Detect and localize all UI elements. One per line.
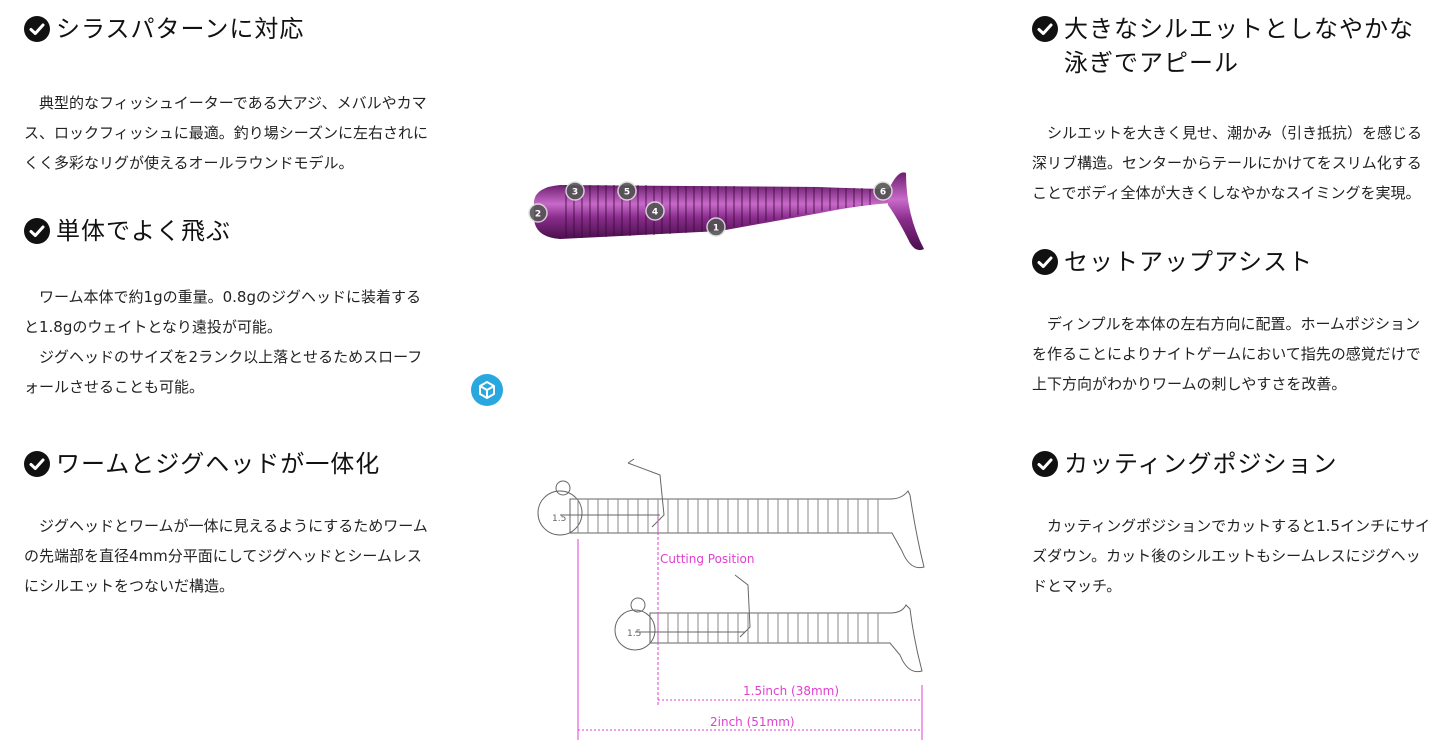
check-circle-icon	[1032, 249, 1058, 275]
section-body: カッティングポジションでカットすると1.5インチにサイズダウン。カット後のシルエ…	[1032, 511, 1432, 601]
paragraph: シルエットを大きく見せ、潮かみ（引き抵抗）を感じる深リブ構造。センターからテール…	[1032, 124, 1423, 202]
dimension-short-label: 1.5inch (38mm)	[743, 684, 839, 698]
section-body: 典型的なフィッシュイーターである大アジ、メバルやカマス、ロックフィッシュに最適。…	[24, 88, 434, 178]
section-heading: ワームとジグヘッドが一体化	[24, 447, 434, 481]
marker-2: 2	[528, 203, 548, 223]
svg-text:6: 6	[880, 188, 886, 198]
section-title: カッティングポジション	[1064, 450, 1338, 478]
section-unify: ワームとジグヘッドが一体化 ジグヘッドとワームが一体に見えるようにするためワーム…	[24, 447, 434, 601]
section-body: シルエットを大きく見せ、潮かみ（引き抵抗）を感じる深リブ構造。センターからテール…	[1032, 118, 1432, 208]
section-heading: カッティングポジション	[1032, 447, 1432, 481]
check-circle-icon	[24, 451, 50, 477]
cutting-diagram: Cutting Position 1.5inch (38mm) 2inch (5…	[537, 458, 925, 740]
section-heading: 大きなシルエットとしなやかな泳ぎでアピール	[1032, 12, 1432, 80]
marker-3: 3	[565, 181, 585, 201]
paragraph: 典型的なフィッシュイーターである大アジ、メバルやカマス、ロックフィッシュに最適。…	[24, 94, 428, 172]
cutting-position-label: Cutting Position	[660, 552, 755, 566]
section-title: シラスパターンに対応	[56, 15, 305, 43]
paragraph: ワーム本体で約1gの重量。0.8gのジグヘッドに装着すると1.8gのウェイトとな…	[24, 288, 421, 336]
paragraph: ジグヘッドのサイズを2ランク以上落とせるためスローフォールさせることも可能。	[24, 348, 423, 396]
head-weight-label: 1.5	[552, 514, 566, 524]
section-body: ワーム本体で約1gの重量。0.8gのジグヘッドに装着すると1.8gのウェイトとな…	[24, 282, 434, 402]
svg-text:4: 4	[652, 208, 658, 218]
section-shirasu: シラスパターンに対応 典型的なフィッシュイーターである大アジ、メバルやカマス、ロ…	[24, 12, 434, 178]
section-silhouette: 大きなシルエットとしなやかな泳ぎでアピール シルエットを大きく見せ、潮かみ（引き…	[1032, 12, 1432, 208]
check-circle-icon	[24, 16, 50, 42]
marker-6: 6	[873, 181, 893, 201]
section-title: 大きなシルエットとしなやかな泳ぎでアピール	[1064, 15, 1414, 77]
section-title: セットアップアシスト	[1064, 248, 1314, 276]
marker-4: 4	[645, 201, 665, 221]
svg-text:2: 2	[535, 210, 541, 220]
svg-text:5: 5	[624, 188, 630, 198]
section-heading: セットアップアシスト	[1032, 245, 1432, 279]
section-setup: セットアップアシスト ディンプルを本体の左右方向に配置。ホームポジションを作るこ…	[1032, 245, 1432, 399]
section-fly: 単体でよく飛ぶ ワーム本体で約1gの重量。0.8gのジグヘッドに装着すると1.8…	[24, 214, 434, 402]
section-heading: 単体でよく飛ぶ	[24, 214, 434, 248]
3d-view-button[interactable]	[471, 374, 503, 406]
dimension-long-label: 2inch (51mm)	[710, 715, 795, 729]
marker-1: 1	[706, 217, 726, 237]
section-title: 単体でよく飛ぶ	[56, 217, 231, 245]
check-circle-icon	[1032, 451, 1058, 477]
section-title: ワームとジグヘッドが一体化	[56, 450, 381, 478]
section-body: ディンプルを本体の左右方向に配置。ホームポジションを作ることによりナイトゲームに…	[1032, 309, 1432, 399]
product-worm-image: 1 2 3 4 5 6	[528, 172, 924, 251]
section-cutting: カッティングポジション カッティングポジションでカットすると1.5インチにサイズ…	[1032, 447, 1432, 601]
svg-text:1: 1	[713, 224, 719, 234]
check-circle-icon	[24, 218, 50, 244]
paragraph: ジグヘッドとワームが一体に見えるようにするためワームの先端部を直径4mm分平面に…	[24, 517, 428, 595]
check-circle-icon	[1032, 16, 1058, 42]
section-heading: シラスパターンに対応	[24, 12, 434, 46]
marker-5: 5	[617, 181, 637, 201]
3d-cube-icon	[479, 381, 495, 399]
section-body: ジグヘッドとワームが一体に見えるようにするためワームの先端部を直径4mm分平面に…	[24, 511, 434, 601]
head-weight-label: 1.5	[627, 629, 641, 639]
paragraph: ディンプルを本体の左右方向に配置。ホームポジションを作ることによりナイトゲームに…	[1032, 315, 1421, 393]
jighead-circle	[537, 490, 583, 536]
svg-text:3: 3	[572, 188, 578, 198]
paragraph: カッティングポジションでカットすると1.5インチにサイズダウン。カット後のシルエ…	[1032, 517, 1430, 595]
